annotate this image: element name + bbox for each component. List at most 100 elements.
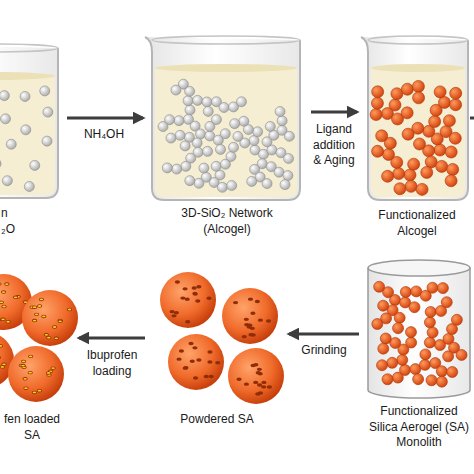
particle (42, 136, 52, 146)
pore (1, 305, 6, 308)
pore (207, 360, 212, 363)
pore (261, 381, 266, 384)
drug-molecule (0, 357, 1, 359)
particle (277, 116, 287, 126)
particle (437, 283, 448, 294)
particle (180, 141, 190, 151)
particle (20, 91, 30, 101)
particle (426, 375, 437, 386)
particle (0, 159, 1, 169)
pore (32, 391, 37, 394)
particle (397, 354, 408, 365)
drug-molecule (35, 313, 39, 315)
aerogel-particle (168, 334, 224, 390)
particle-body (8, 346, 64, 402)
particle (401, 107, 413, 119)
particle (217, 182, 227, 192)
pore (258, 318, 263, 321)
particle (380, 333, 391, 344)
pore (261, 385, 266, 388)
particle (405, 180, 417, 192)
illustration-node: fen loaded SA (0, 268, 72, 448)
drug-molecule (33, 320, 37, 322)
pore (0, 318, 1, 321)
pore (248, 333, 253, 336)
drug-molecule (5, 283, 9, 285)
beaker (361, 36, 468, 200)
particle (371, 97, 383, 109)
particle (43, 107, 53, 117)
beaker-rim (368, 36, 468, 44)
particle (185, 176, 195, 186)
pore (196, 358, 201, 361)
pore (209, 375, 214, 378)
particle (450, 99, 462, 111)
particle-body (228, 348, 284, 404)
pore (0, 365, 5, 368)
particle (383, 148, 395, 160)
illustration-node: Powdered SA (152, 268, 282, 432)
drug-molecule (2, 291, 6, 293)
stage-label: Functionalized Alcogel (371, 208, 463, 239)
particle (451, 314, 462, 325)
particle (219, 103, 229, 113)
particle (447, 366, 458, 377)
particle (445, 175, 457, 187)
particle (262, 179, 272, 189)
particle (211, 115, 221, 125)
pore (21, 360, 26, 363)
drug-molecule (47, 337, 51, 339)
pore (193, 292, 198, 295)
particle (412, 80, 424, 92)
particle (449, 132, 461, 144)
particle (434, 144, 446, 156)
aerogel-particle (22, 290, 78, 346)
illustration-node: Functionalized Alcogel (364, 38, 470, 244)
particle (424, 317, 435, 328)
particle (419, 359, 430, 370)
pore (204, 375, 209, 378)
drug-molecule (0, 301, 3, 303)
drug-molecule (58, 320, 62, 322)
particle (253, 127, 263, 137)
beaker-rim (0, 44, 58, 52)
particle (441, 297, 452, 308)
particle (420, 349, 431, 360)
illustration-node: Functionalized Silica Aerogel (SA) Monol… (366, 258, 472, 455)
particle-body (22, 290, 78, 346)
particle (370, 109, 382, 121)
container-top (368, 260, 470, 276)
aerogel-particle (222, 288, 278, 344)
pore (188, 342, 193, 345)
particle (429, 116, 441, 128)
particle (233, 131, 243, 141)
particle (372, 145, 384, 157)
pore (192, 346, 197, 349)
particle (203, 146, 213, 156)
arrow-label-box: Ibuprofen loading (81, 348, 143, 379)
drug-molecule (51, 367, 55, 369)
particle (275, 107, 285, 117)
pore (266, 319, 271, 322)
pore (248, 297, 253, 300)
stage-label: Functionalized Silica Aerogel (SA) Monol… (367, 404, 471, 451)
particle (427, 327, 438, 338)
pore (171, 314, 176, 317)
process-arrow (67, 117, 143, 120)
pore (44, 333, 49, 336)
particle (284, 131, 294, 141)
particle (0, 114, 10, 124)
pore (244, 323, 249, 326)
drug-molecule (2, 306, 6, 308)
particle (443, 115, 455, 127)
drug-molecule (1, 366, 5, 368)
drug-molecule (68, 309, 72, 311)
particle-body (160, 272, 216, 328)
particle (227, 181, 237, 191)
pore (0, 344, 3, 347)
pore (257, 368, 262, 371)
sol-particles (0, 83, 53, 192)
particle (376, 130, 388, 142)
particle (2, 176, 12, 186)
pore (176, 357, 181, 360)
